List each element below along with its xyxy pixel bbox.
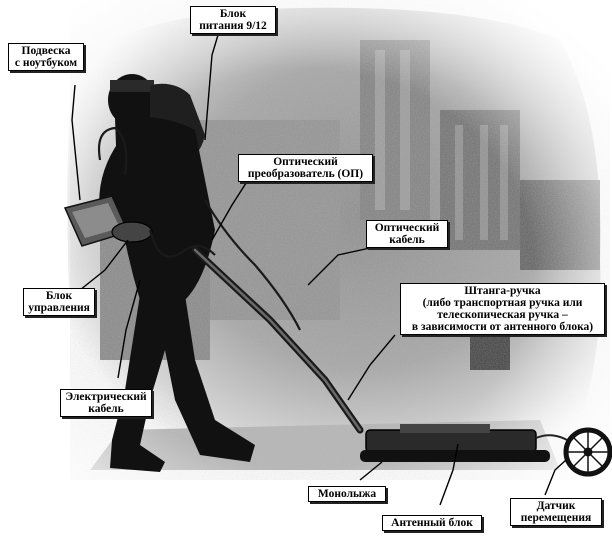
pointer-lines [71,34,567,506]
handle-pole [191,246,364,434]
cables [97,126,301,331]
handle-label: Штанга-ручка(либо транспортная ручка или… [400,283,605,335]
monoski-label: Монолыжа [308,486,386,502]
antenna-block-label: Антенный блок [382,515,482,531]
operator-figure [99,74,255,472]
control-unit-device [111,221,153,243]
sensor-wheel [563,427,612,477]
